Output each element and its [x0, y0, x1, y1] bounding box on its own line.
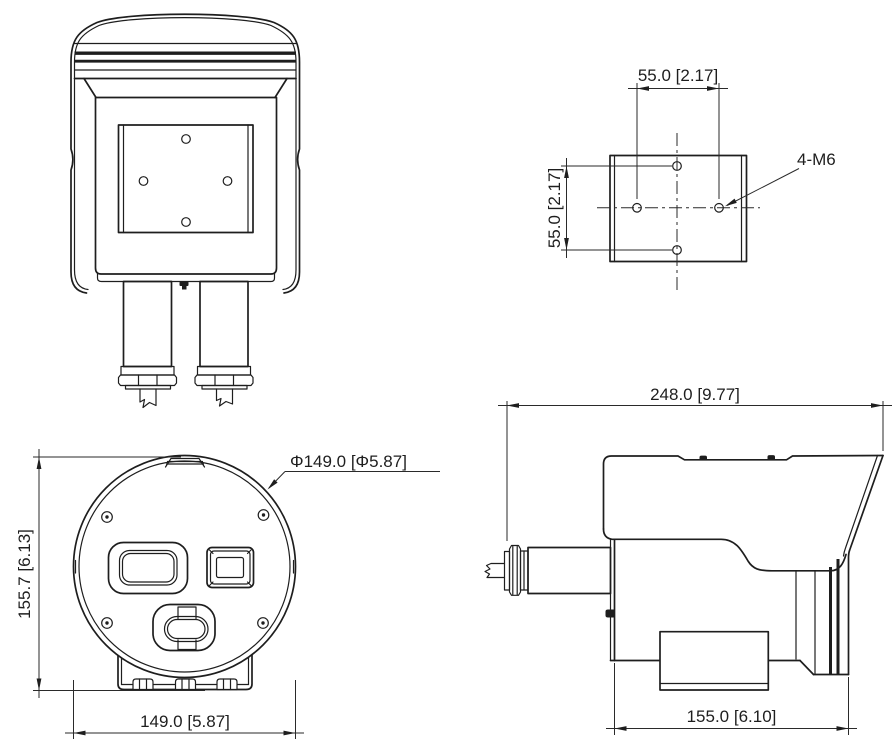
screw-hole [222, 176, 233, 186]
front-view: 155.7 [6.13] 149.0 [5.87] Φ149.0 [Φ5.87] [15, 449, 440, 739]
rear-base-plate [96, 273, 276, 283]
rear-view [70, 13, 301, 409]
dim-label-mount-width: 55.0 [2.17] [638, 66, 718, 85]
bottom-screw [179, 281, 189, 286]
dim-mount-width: 55.0 [2.17] [628, 66, 728, 199]
diameter-callout: Φ149.0 [Φ5.87] [265, 452, 440, 492]
side-cable [484, 562, 506, 579]
rear-outer-shell [70, 13, 301, 294]
bottom-feature [152, 603, 216, 652]
mount-hole [714, 202, 724, 213]
mount-hole [672, 245, 682, 255]
left-shoulder [83, 77, 97, 99]
side-mount-plate [659, 630, 770, 691]
side-screw [605, 609, 615, 618]
face-screws [101, 509, 270, 629]
cable-gland-left [117, 280, 178, 409]
right-shoulder [274, 77, 288, 99]
cable-gland-right [194, 280, 254, 407]
top-screw [767, 455, 775, 460]
dim-front-height: 155.7 [6.13] [15, 449, 205, 698]
thread-label: 4-M6 [797, 150, 836, 169]
mount-hole [632, 202, 642, 213]
lens-barrel [795, 559, 840, 676]
dim-mount-height: 55.0 [2.17] [545, 158, 672, 258]
dim-label-front-diameter: Φ149.0 [Φ5.87] [290, 452, 407, 471]
mounting-plate [117, 124, 254, 234]
cable-right [215, 388, 234, 407]
top-tab [164, 457, 206, 468]
dim-front-width: 149.0 [5.87] [65, 680, 304, 739]
side-cable-gland [484, 544, 612, 596]
cable-left [139, 388, 157, 409]
mount-hole [672, 161, 682, 171]
lens-window [107, 541, 189, 595]
side-view: 248.0 [9.77] 155.0 [6.10] [484, 385, 892, 735]
dim-label-side-length: 248.0 [9.77] [650, 385, 740, 404]
sensor-window [206, 546, 255, 589]
screw-hole [138, 176, 149, 186]
dim-side-body-length: 155.0 [6.10] [606, 663, 857, 735]
screw-hole [181, 134, 191, 144]
thread-callout: 4-M6 [723, 150, 836, 209]
mount-view: 55.0 [2.17] 55.0 [2.17] 4-M6 [545, 66, 836, 290]
rear-body [94, 96, 278, 275]
dim-label-mount-height: 55.0 [2.17] [545, 168, 564, 248]
rear-inner-shell [73, 17, 297, 291]
screw-hole [181, 217, 191, 227]
dim-label-side-body-length: 155.0 [6.10] [687, 707, 777, 726]
top-screw [699, 455, 707, 460]
bottom-screw-tip [182, 286, 187, 290]
bracket-feet [132, 678, 238, 691]
front-face-outer-rim [72, 454, 297, 679]
mount-body [609, 154, 748, 263]
dim-label-front-width: 149.0 [5.87] [140, 712, 230, 731]
dim-side-length: 248.0 [9.77] [498, 385, 892, 541]
dim-label-front-height: 155.7 [6.13] [15, 529, 34, 619]
